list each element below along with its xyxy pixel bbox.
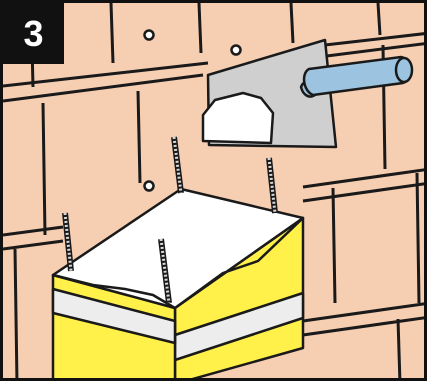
wall-mounting-illustration [3, 3, 427, 381]
insulation-block-icon [53, 189, 303, 381]
step-number-badge: 3 [3, 3, 64, 64]
trowel-icon [203, 40, 412, 147]
